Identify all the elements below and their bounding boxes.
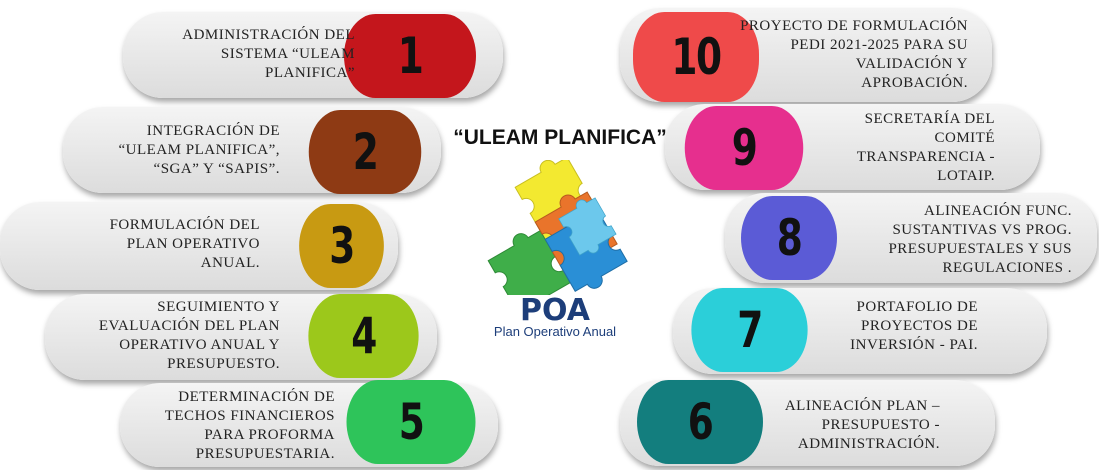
item-4-number-badge: 4 (308, 294, 419, 378)
item-5-number: 5 (398, 393, 425, 451)
item-3-number-badge: 3 (299, 204, 384, 288)
item-10-text: PROYECTO DE FORMULACIÓN PEDI 2021-2025 P… (740, 18, 968, 91)
item-7-number: 7 (737, 301, 763, 359)
item-5-number-badge: 5 (346, 380, 476, 464)
item-10-number-badge: 10 (633, 12, 759, 102)
item-3-number: 3 (329, 217, 355, 275)
item-8-number: 8 (776, 209, 803, 267)
item-7-text: PORTAFOLIO DE PROYECTOS DE INVERSIÓN - P… (850, 299, 978, 353)
item-6-text: ALINEACIÓN PLAN – PRESUPUESTO - ADMINIST… (784, 398, 940, 452)
poa-puzzle-logo-icon (487, 160, 628, 295)
item-1-number: 1 (397, 27, 424, 85)
item-2-number-badge: 2 (308, 110, 422, 194)
item-2-number: 2 (352, 123, 379, 181)
item-10-number: 10 (671, 28, 722, 86)
item-5-text: DETERMINACIÓN DE TECHOS FINANCIEROS PARA… (164, 389, 335, 462)
item-1-text: ADMINISTRACIÓN DEL SISTEMA “ULEAM PLANIF… (182, 27, 355, 81)
item-9-text: SECRETARÍA DEL COMITÉ TRANSPARENCIA - LO… (856, 111, 995, 184)
item-6-number-badge: 6 (637, 380, 763, 464)
item-9-number-badge: 9 (684, 106, 804, 190)
item-8-number-badge: 8 (741, 196, 837, 280)
poa-logo-word: POA (520, 293, 590, 328)
item-1-number-badge: 1 (344, 14, 476, 98)
item-7-number-badge: 7 (691, 288, 808, 372)
item-4-text: SEGUIMIENTO Y EVALUACIÓN DEL PLAN OPERAT… (98, 299, 280, 372)
item-3-text: FORMULACIÓN DEL PLAN OPERATIVO ANUAL. (109, 217, 260, 271)
item-9-number: 9 (731, 119, 758, 177)
puzzle-piece-lightblue (558, 197, 617, 256)
item-4-number: 4 (351, 307, 377, 365)
item-2-text: INTEGRACIÓN DE “ULEAM PLANIFICA”, “SGA” … (118, 123, 280, 177)
item-6-number: 6 (687, 393, 714, 451)
poa-logo-subtitle: Plan Operativo Anual (493, 324, 617, 339)
diagram-title: “ULEAM PLANIFICA” (453, 126, 667, 149)
item-8-text: ALINEACIÓN FUNC. SUSTANTIVAS vs PROG. PR… (888, 203, 1072, 276)
